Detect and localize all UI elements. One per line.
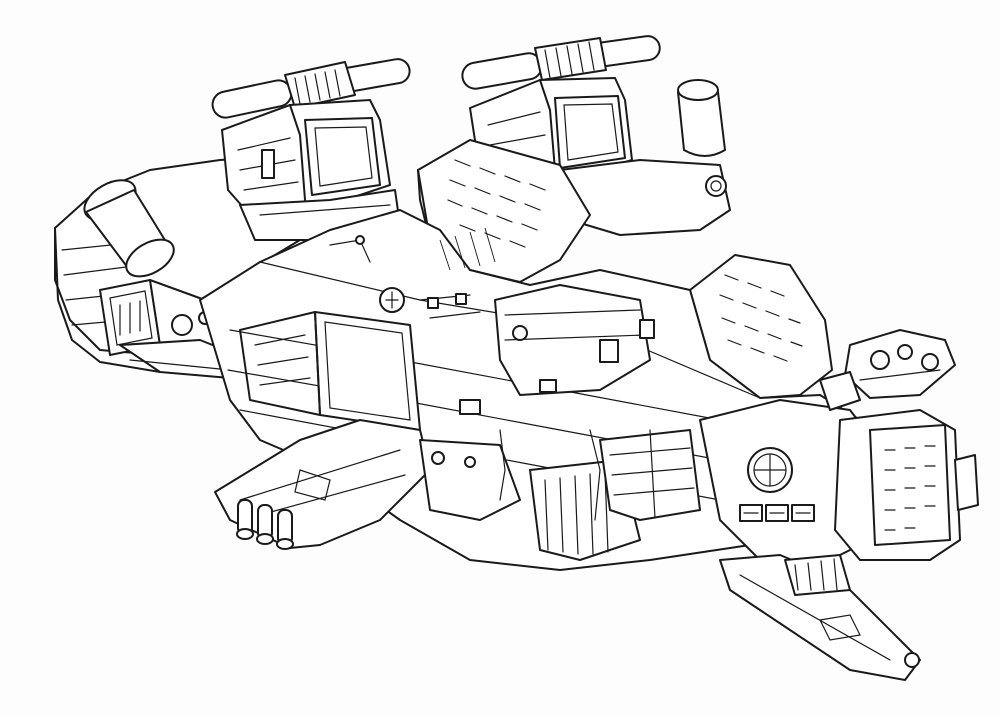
- intake-cylinder: [83, 179, 175, 278]
- center-module: [494, 284, 655, 396]
- rear-sensor-cluster: [819, 329, 956, 411]
- lower-tail-fin: [719, 554, 921, 681]
- front-sensor-box: [99, 279, 216, 356]
- left-wing: [214, 419, 431, 550]
- left-turret: [211, 58, 411, 241]
- hull-greebles: [419, 293, 601, 521]
- rear-grille-block: [834, 409, 979, 561]
- belly-modules: [419, 429, 701, 561]
